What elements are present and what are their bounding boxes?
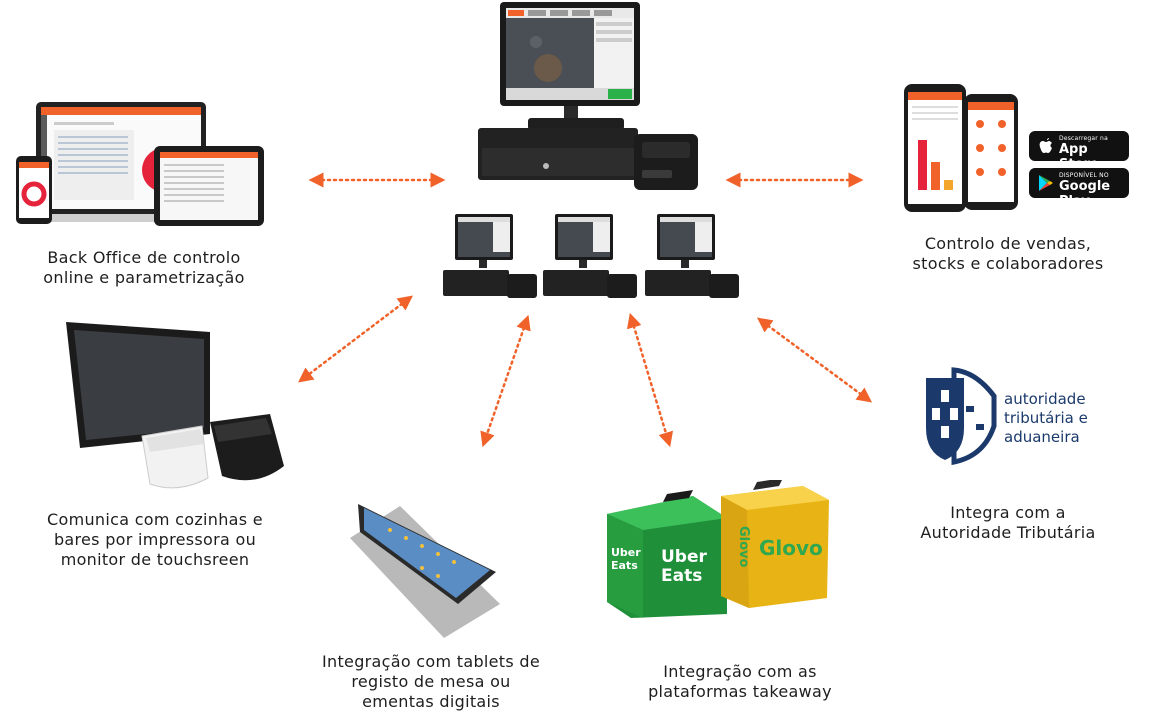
uber-side-line1: Uber	[611, 546, 641, 559]
tax-logo-line1: autoridade	[1004, 390, 1086, 408]
uber-brand-line2: Eats	[661, 566, 703, 586]
caption-backoffice-line2: online e parametrização	[43, 268, 245, 287]
caption-tablets-line2: registo de mesa ou	[351, 672, 511, 691]
caption-tax: Integra com a Autoridade Tributária	[886, 503, 1130, 543]
uber-eats-bag: Uber Eats Uber Eats	[603, 490, 729, 620]
google-play-badge[interactable]: DISPONÍVEL NO Google Play	[1029, 168, 1129, 209]
tax-authority-emblem	[926, 367, 997, 466]
caption-tablets-line1: Integração com tablets de	[322, 652, 540, 671]
caption-tablets: Integração com tablets de registo de mes…	[296, 652, 566, 712]
uber-side-line2: Eats	[611, 559, 638, 572]
google-play-label: Google Play	[1059, 179, 1111, 209]
arrow-tablets	[480, 314, 531, 448]
google-play-small-label: DISPONÍVEL NO	[1059, 172, 1109, 179]
play-icon	[1039, 175, 1053, 191]
glovo-brand: Glovo	[759, 536, 823, 560]
caption-tax-line2: Autoridade Tributária	[920, 523, 1096, 542]
glovo-bag: Glovo Glovo	[719, 480, 831, 610]
uber-brand-line1: Uber	[661, 547, 707, 567]
glovo-side-brand: Glovo	[736, 526, 751, 568]
sales-phones	[904, 84, 1018, 212]
kitchen-monitor-printers	[66, 322, 284, 489]
caption-sales: Controlo de vendas, stocks e colaborador…	[880, 234, 1136, 274]
caption-takeaway-line1: Integração com as	[663, 662, 817, 681]
caption-takeaway: Integração com as plataformas takeaway	[610, 662, 870, 702]
caption-backoffice-line1: Back Office de controlo	[47, 248, 241, 267]
tax-logo-line3: aduaneira	[1004, 428, 1080, 446]
caption-kitchen-line2: bares por impressora ou	[53, 530, 257, 549]
caption-kitchen-line3: monitor de touchsreen	[60, 550, 250, 569]
caption-backoffice: Back Office de controlo online e paramet…	[14, 248, 274, 288]
table-tablet	[350, 504, 500, 638]
arrow-tax	[756, 317, 873, 403]
tax-authority-wordmark: autoridade tributária e aduaneira	[1004, 390, 1088, 447]
arrow-takeaway	[626, 312, 674, 448]
caption-takeaway-line2: plataformas takeaway	[648, 682, 832, 701]
pos-terminal-main	[478, 2, 698, 190]
caption-tablets-line3: ementas digitais	[362, 692, 500, 711]
caption-sales-line1: Controlo de vendas,	[924, 234, 1092, 253]
caption-kitchen: Comunica com cozinhas e bares por impres…	[20, 510, 290, 570]
pos-terminal-small-1	[443, 214, 537, 298]
caption-tax-line1: Integra com a	[950, 503, 1066, 522]
caption-sales-line2: stocks e colaboradores	[912, 254, 1104, 273]
arrow-kitchen	[298, 295, 413, 383]
backoffice-devices	[16, 102, 264, 226]
app-store-small-label: Descarregar na	[1059, 135, 1108, 142]
app-store-badge[interactable]: Descarregar na App Store	[1029, 131, 1129, 172]
caption-kitchen-line1: Comunica com cozinhas e	[47, 510, 263, 529]
pos-terminal-small-3	[645, 214, 739, 298]
apple-icon	[1039, 138, 1052, 153]
tax-logo-line2: tributária e	[1004, 409, 1088, 427]
pos-terminal-small-2	[543, 214, 637, 298]
